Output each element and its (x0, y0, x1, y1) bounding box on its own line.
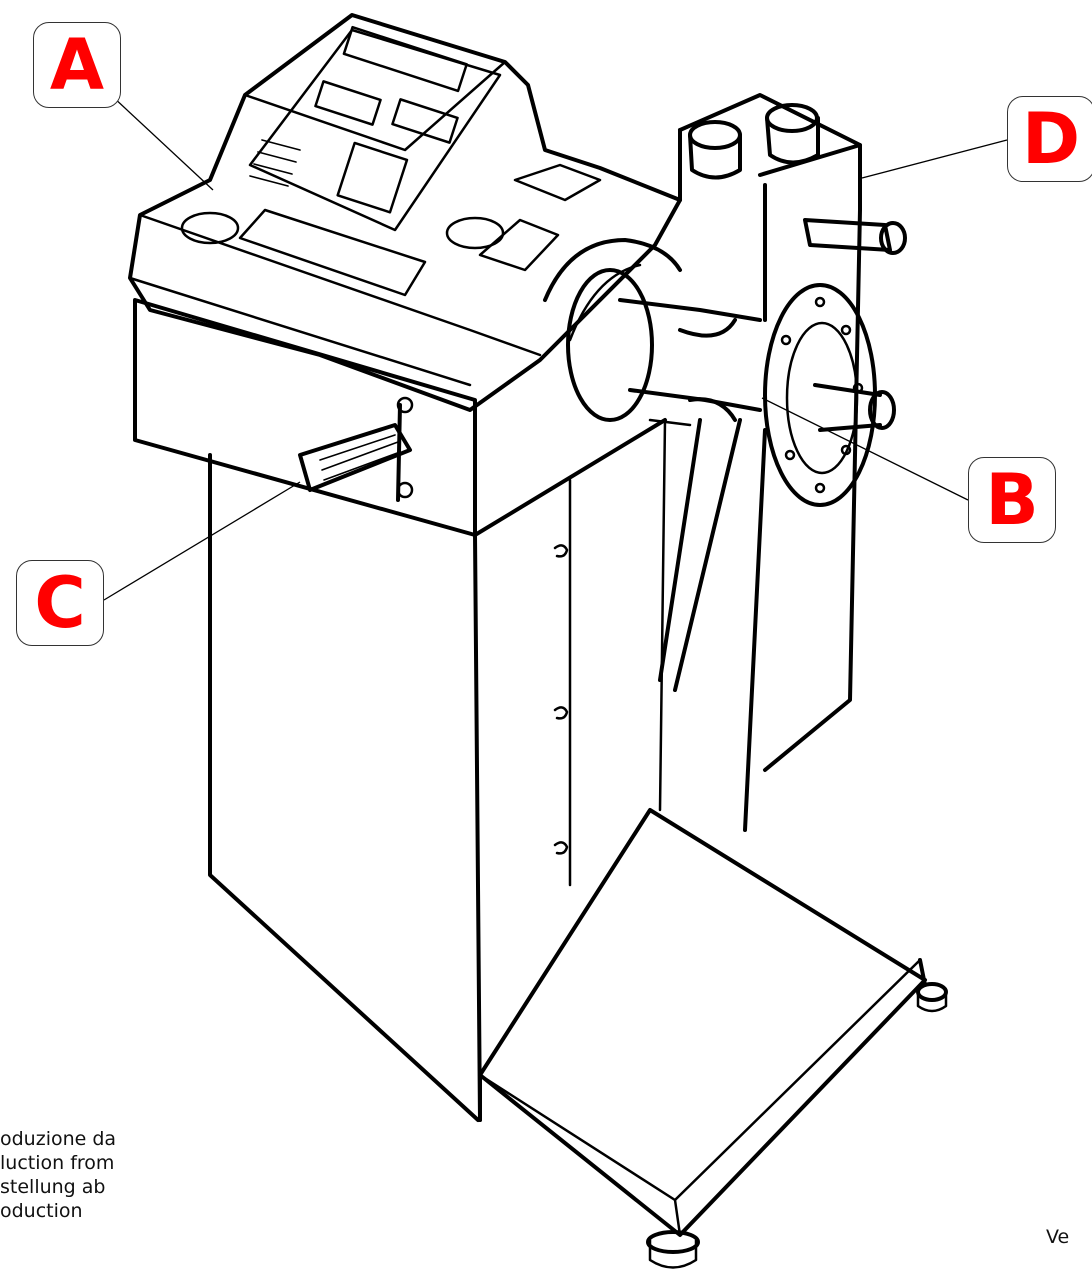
production-note-line: oduzione da (0, 1128, 117, 1150)
right-column-d (678, 93, 907, 832)
shaft-housing (543, 238, 762, 422)
cabinet-body (133, 298, 692, 1122)
production-note-line: luction from (0, 1152, 115, 1174)
lever-c (298, 396, 414, 502)
control-console (128, 13, 682, 412)
callout-b: B (968, 457, 1056, 543)
callout-c: C (16, 560, 104, 646)
callout-d: D (1007, 96, 1092, 182)
support-strut (658, 418, 742, 692)
callout-a: A (33, 22, 121, 108)
callout-leader-lines (103, 95, 1008, 601)
cabinet-hooks (553, 544, 569, 855)
production-note-line: stellung ab (0, 1176, 106, 1198)
footer-text: Ve (1046, 1226, 1070, 1248)
flange-b (763, 283, 896, 507)
production-note: oduzione da luction from stellung ab odu… (0, 1127, 116, 1223)
base-plate (478, 808, 948, 1269)
production-note-line: oduction (0, 1200, 83, 1222)
